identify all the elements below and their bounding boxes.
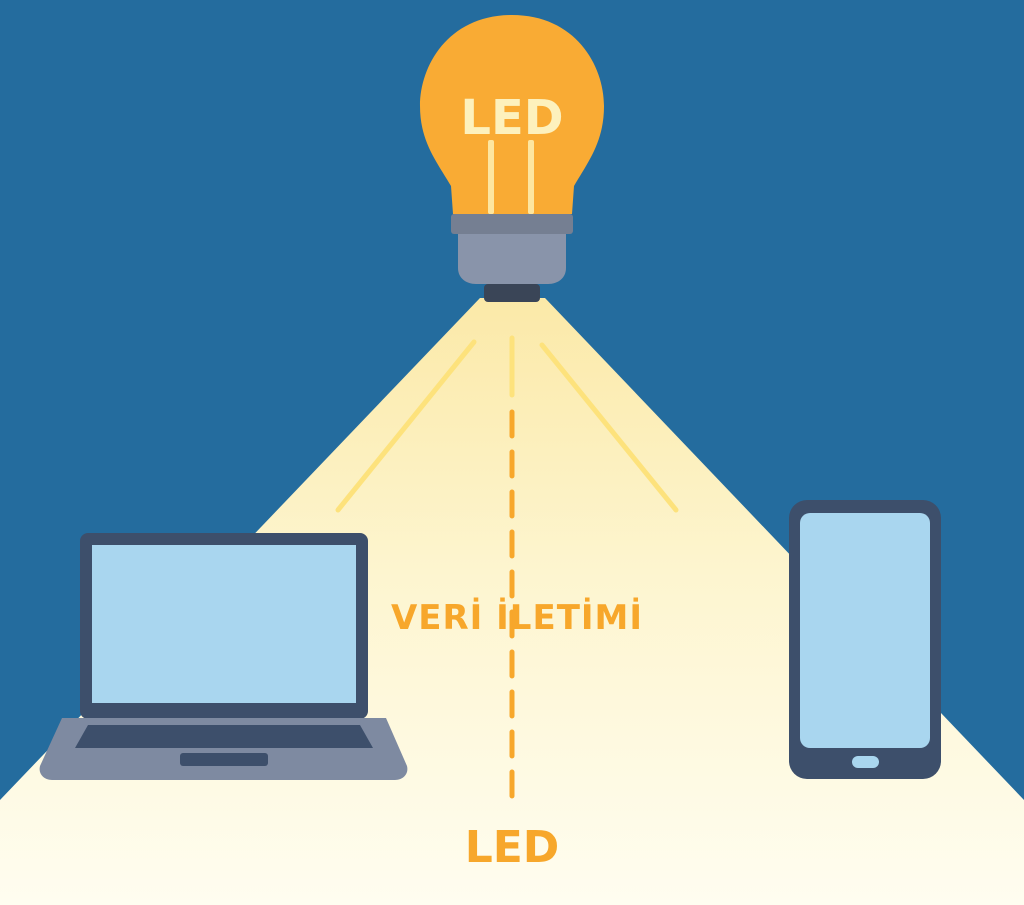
bulb-filament-left xyxy=(488,140,494,214)
led-bulb-icon: LED xyxy=(420,15,604,302)
light-ray-right xyxy=(539,342,679,513)
led-caption: LED xyxy=(464,822,560,873)
laptop-trackpad xyxy=(180,753,268,766)
light-rays xyxy=(335,335,679,513)
bulb-collar xyxy=(451,214,573,234)
bulb-base xyxy=(458,234,566,284)
bulb-filament-right xyxy=(528,140,534,214)
phone-screen xyxy=(800,513,930,748)
phone-home-button xyxy=(852,756,879,768)
laptop-screen xyxy=(92,545,356,703)
bulb-tip xyxy=(484,284,540,302)
smartphone-icon xyxy=(789,500,941,779)
laptop-icon xyxy=(39,533,408,780)
bulb-glass xyxy=(420,15,604,214)
bulb-label: LED xyxy=(460,90,563,146)
laptop-keyboard xyxy=(75,725,373,748)
light-ray-left xyxy=(335,339,477,513)
transmission-label: VERİ İLETİMİ xyxy=(390,598,644,638)
